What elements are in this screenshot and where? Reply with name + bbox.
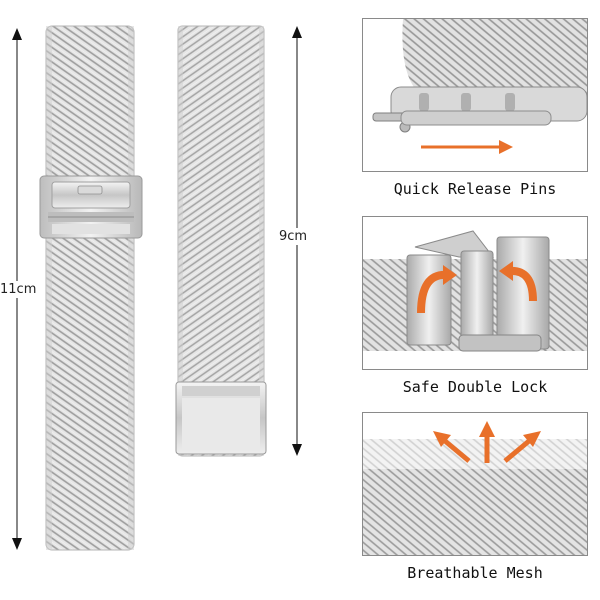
buckle-strap bbox=[39, 25, 143, 551]
tail-strap bbox=[175, 25, 267, 457]
double-lock-arrows-icon bbox=[417, 261, 537, 314]
breathable-mesh-caption: Breathable Mesh bbox=[407, 564, 543, 582]
breathable-mesh-panel bbox=[362, 412, 588, 556]
quick-release-pins-panel bbox=[362, 18, 588, 172]
full-length-label: 11cm bbox=[0, 281, 37, 298]
strap-length-label: 9cm bbox=[279, 228, 308, 245]
airflow-arrows-icon bbox=[433, 421, 541, 463]
safe-double-lock-caption: Safe Double Lock bbox=[402, 378, 548, 396]
safe-double-lock-panel bbox=[362, 216, 588, 370]
double-lock-illustration bbox=[363, 230, 587, 352]
breathable-mesh-illustration bbox=[363, 421, 587, 555]
strap-end-clip bbox=[175, 381, 267, 455]
pin-arrow-icon bbox=[421, 140, 513, 154]
clasp-buckle bbox=[39, 175, 143, 239]
quick-release-pin-illustration bbox=[372, 19, 587, 154]
quick-release-pins-caption: Quick Release Pins bbox=[393, 180, 557, 198]
